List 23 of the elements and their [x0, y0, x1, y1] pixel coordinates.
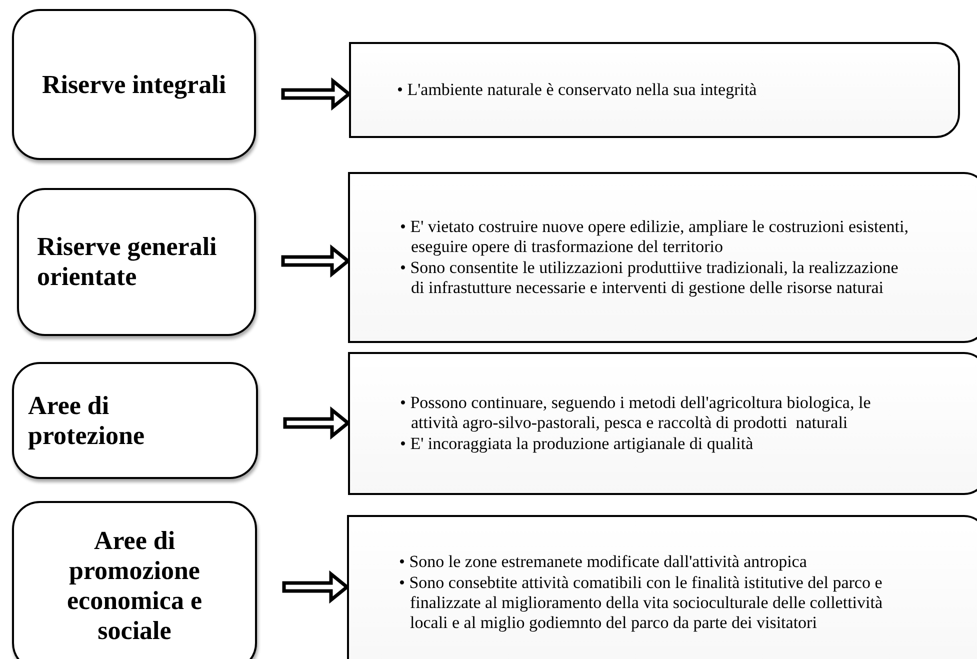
bullet-text: • L'ambiente naturale è conservato nella sua integrità	[397, 80, 758, 100]
category-box	[12, 9, 256, 160]
description-box	[349, 42, 960, 138]
bullet-text: • E' vietato costruire nuove opere edilizie, ampliare le costruzioni esistenti, eseguire opere di trasformazione del territorio	[400, 216, 910, 258]
bullet-text: • Sono consebtite attività comatibili con le finalità istitutive del parco e finalizzate al miglioramento della vita socioculturale delle collettività locali e al miglio godiemnto del parco da parte dei visitatori	[399, 572, 884, 634]
category-title: Aree di promozione economica e sociale	[66, 526, 203, 646]
description-box	[348, 352, 977, 495]
block-arrow	[281, 77, 352, 111]
description-box	[348, 172, 977, 343]
bullet-text: • Sono consentite le utilizzazioni produttiive tradizionali, la realizzazione di infrastutture necessarie e interventi di gestione delle risorse naturai	[400, 258, 900, 298]
block-arrow	[282, 570, 350, 604]
block-arrow	[283, 406, 351, 440]
description-box	[347, 515, 977, 659]
category-box	[12, 362, 258, 479]
category-title: Riserve integrali	[40, 70, 228, 100]
category-title: Riserve generali orientate	[37, 232, 218, 292]
category-title: Aree di protezione	[28, 390, 146, 450]
bullet-text: • Possono continuare, seguendo i metodi dell'agricoltura biologica, le attività agro-silvo-pastorali, pesca e raccoltà di prodotti naturali	[400, 392, 872, 434]
bullet-text: • Sono le zone estremanete modificate dall'attività antropica	[399, 552, 808, 573]
bullet-text: • E' incoraggiata la produzione artigianale di qualità	[400, 434, 754, 454]
block-arrow	[281, 244, 351, 278]
category-box	[12, 501, 257, 659]
category-box	[17, 188, 256, 336]
